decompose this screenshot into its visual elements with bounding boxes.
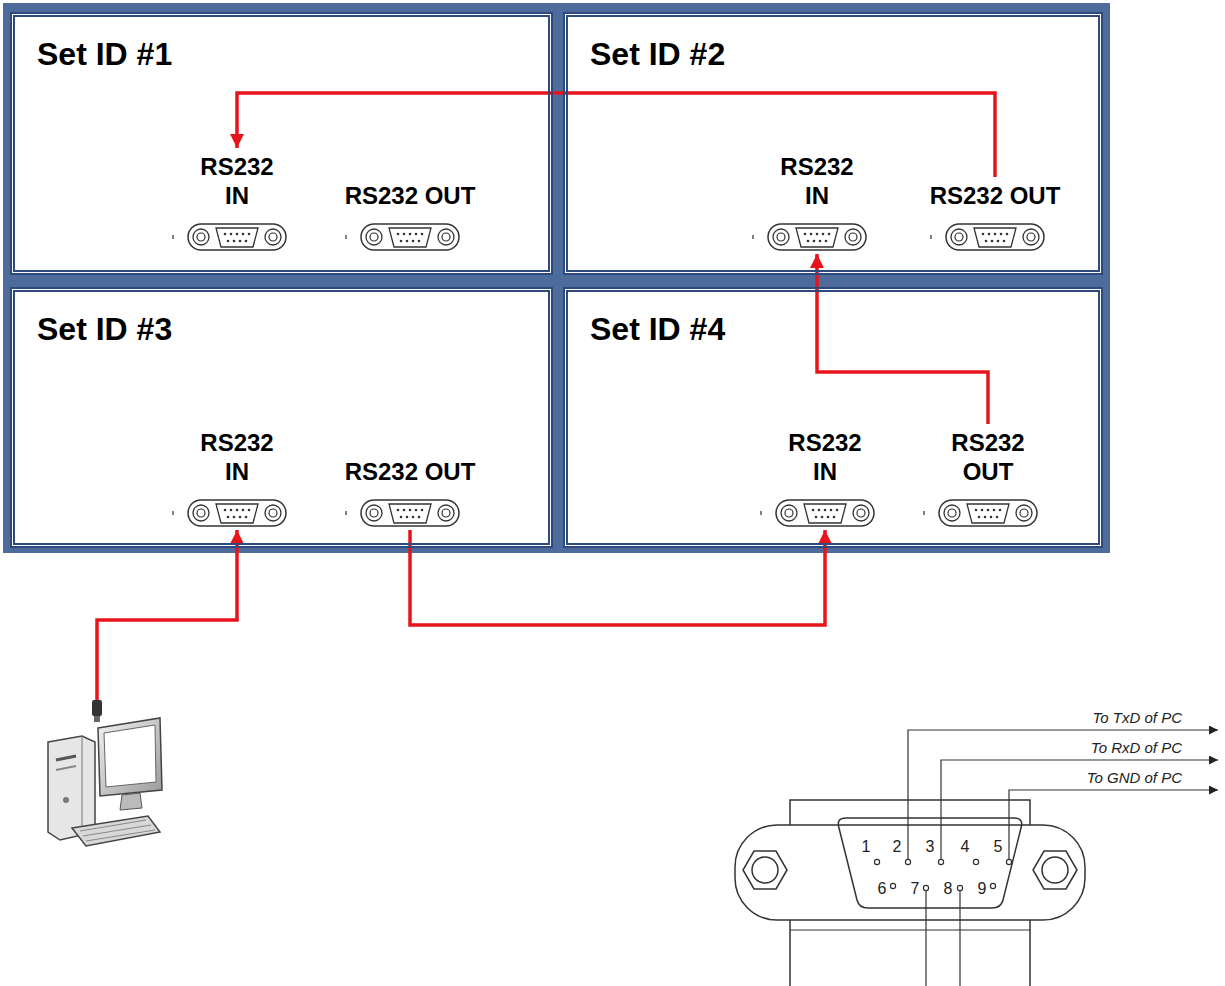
panel-ground — [10, 12, 553, 275]
signal-note: To RxD of PC — [1032, 740, 1182, 756]
serial-port: RS232 IN — [770, 424, 880, 530]
panel-heading: Set ID #1 — [37, 35, 172, 73]
serial-port: RS232 OUT — [330, 177, 490, 254]
port-label: RS232 IN — [192, 152, 282, 210]
serial-cable — [237, 93, 995, 177]
pin-number: 8 — [940, 880, 956, 898]
serial-port: RS232 OUT — [330, 453, 490, 530]
pc-cable — [97, 530, 237, 700]
db9-icon — [775, 496, 875, 530]
serial-port: RS232 IN — [182, 424, 292, 530]
port-label: RS232 OUT — [943, 428, 1033, 486]
pin-number: 5 — [990, 838, 1006, 856]
serial-port: RS232 OUT — [933, 424, 1043, 530]
display-panel: Set ID #1 RS232 IN RS232 OUT — [10, 12, 553, 275]
pin-number: 4 — [957, 838, 973, 856]
db9-icon — [187, 496, 287, 530]
db9-connector — [735, 800, 1085, 986]
panel-heading: Set ID #2 — [590, 35, 725, 73]
signal-note: To TxD of PC — [1032, 710, 1182, 726]
port-label: RS232 OUT — [330, 457, 490, 486]
wall-frame — [3, 3, 1110, 553]
port-label: RS232 IN — [780, 428, 870, 486]
pc-icon — [48, 700, 162, 846]
pin-number: 6 — [874, 880, 890, 898]
port-label: RS232 OUT — [330, 181, 490, 210]
db9-icon — [360, 220, 460, 254]
serial-port: RS232 IN — [762, 148, 872, 254]
pin-leader — [908, 730, 1218, 986]
panel-ground — [563, 12, 1103, 275]
pin-number: 7 — [907, 880, 923, 898]
serial-port: RS232 OUT — [915, 177, 1075, 254]
signal-note: To GND of PC — [1032, 770, 1182, 786]
port-label: RS232 OUT — [915, 181, 1075, 210]
panel-ground — [563, 287, 1103, 548]
db9-icon — [767, 220, 867, 254]
port-label: RS232 IN — [772, 152, 862, 210]
display-panel: Set ID #3 RS232 IN RS232 OUT — [10, 287, 553, 548]
pin-number: 9 — [974, 880, 990, 898]
serial-cable — [817, 254, 988, 424]
serial-port: RS232 IN — [182, 148, 292, 254]
db9-icon — [945, 220, 1045, 254]
panel-heading: Set ID #3 — [37, 310, 172, 348]
panel-ground — [10, 287, 553, 548]
db9-icon — [360, 496, 460, 530]
db9-icon — [938, 496, 1038, 530]
db9-icon — [187, 220, 287, 254]
pin-number: 1 — [858, 838, 874, 856]
pin-number: 3 — [922, 838, 938, 856]
display-panel: Set ID #4 RS232 IN RS232 OUT — [563, 287, 1103, 548]
pin-number: 2 — [889, 838, 905, 856]
port-label: RS232 IN — [192, 428, 282, 486]
panel-heading: Set ID #4 — [590, 310, 725, 348]
display-panel: Set ID #2 RS232 IN RS232 OUT — [563, 12, 1103, 275]
